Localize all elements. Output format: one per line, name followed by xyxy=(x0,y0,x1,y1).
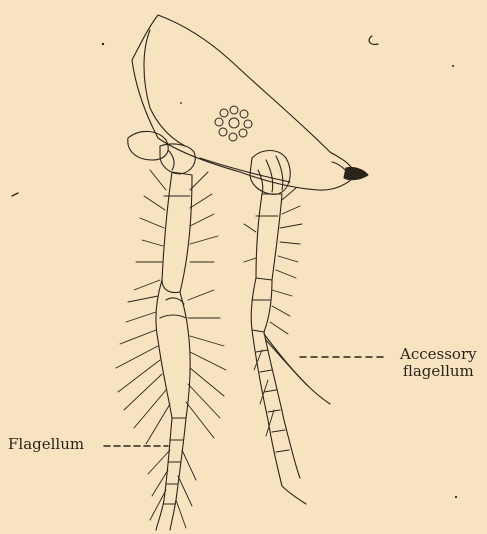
flagellum-label: Flagellum xyxy=(8,436,84,453)
paper-specks xyxy=(102,43,457,498)
second-antenna xyxy=(251,194,330,504)
accessory-label-line1: Accessory xyxy=(400,346,477,363)
accessory-label-line2: flagellum xyxy=(400,363,477,380)
first-antenna-setae xyxy=(116,170,226,528)
rostrum-tip xyxy=(344,167,368,179)
head-segment xyxy=(132,15,356,190)
first-antenna xyxy=(156,172,192,530)
second-antenna-setae xyxy=(244,188,302,436)
right-antenna-base xyxy=(250,151,290,195)
speck-curve xyxy=(369,36,378,44)
eye-rosette xyxy=(215,106,252,141)
speck-mark xyxy=(12,193,18,196)
accessory-flagellum-label: Accessory flagellum xyxy=(400,346,477,380)
